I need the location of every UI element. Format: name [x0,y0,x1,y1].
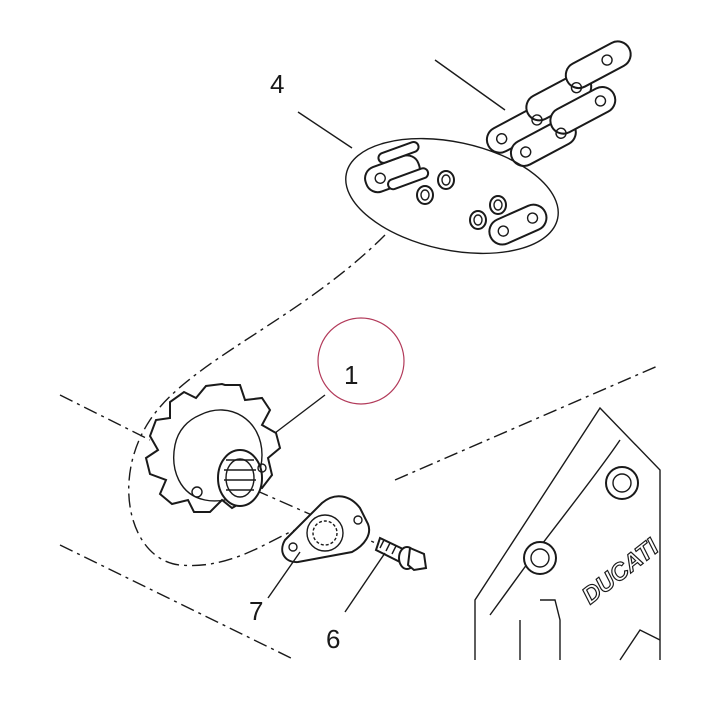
brand-logo-text: DUCATI [577,533,665,610]
callout-4: 4 [270,69,284,99]
leader-lines [267,394,386,613]
flange-bolt [374,536,428,572]
lock-washer [281,495,371,564]
phantom-lines [59,234,661,661]
callout-7: 7 [249,596,263,626]
drive-chain [434,40,632,167]
front-sprocket [144,382,282,513]
highlight-circle [317,317,405,405]
engine-cover: DUCATI [474,406,665,661]
master-link-detail [297,111,559,255]
callout-6: 6 [326,624,340,654]
callout-1: 1 [344,360,358,390]
